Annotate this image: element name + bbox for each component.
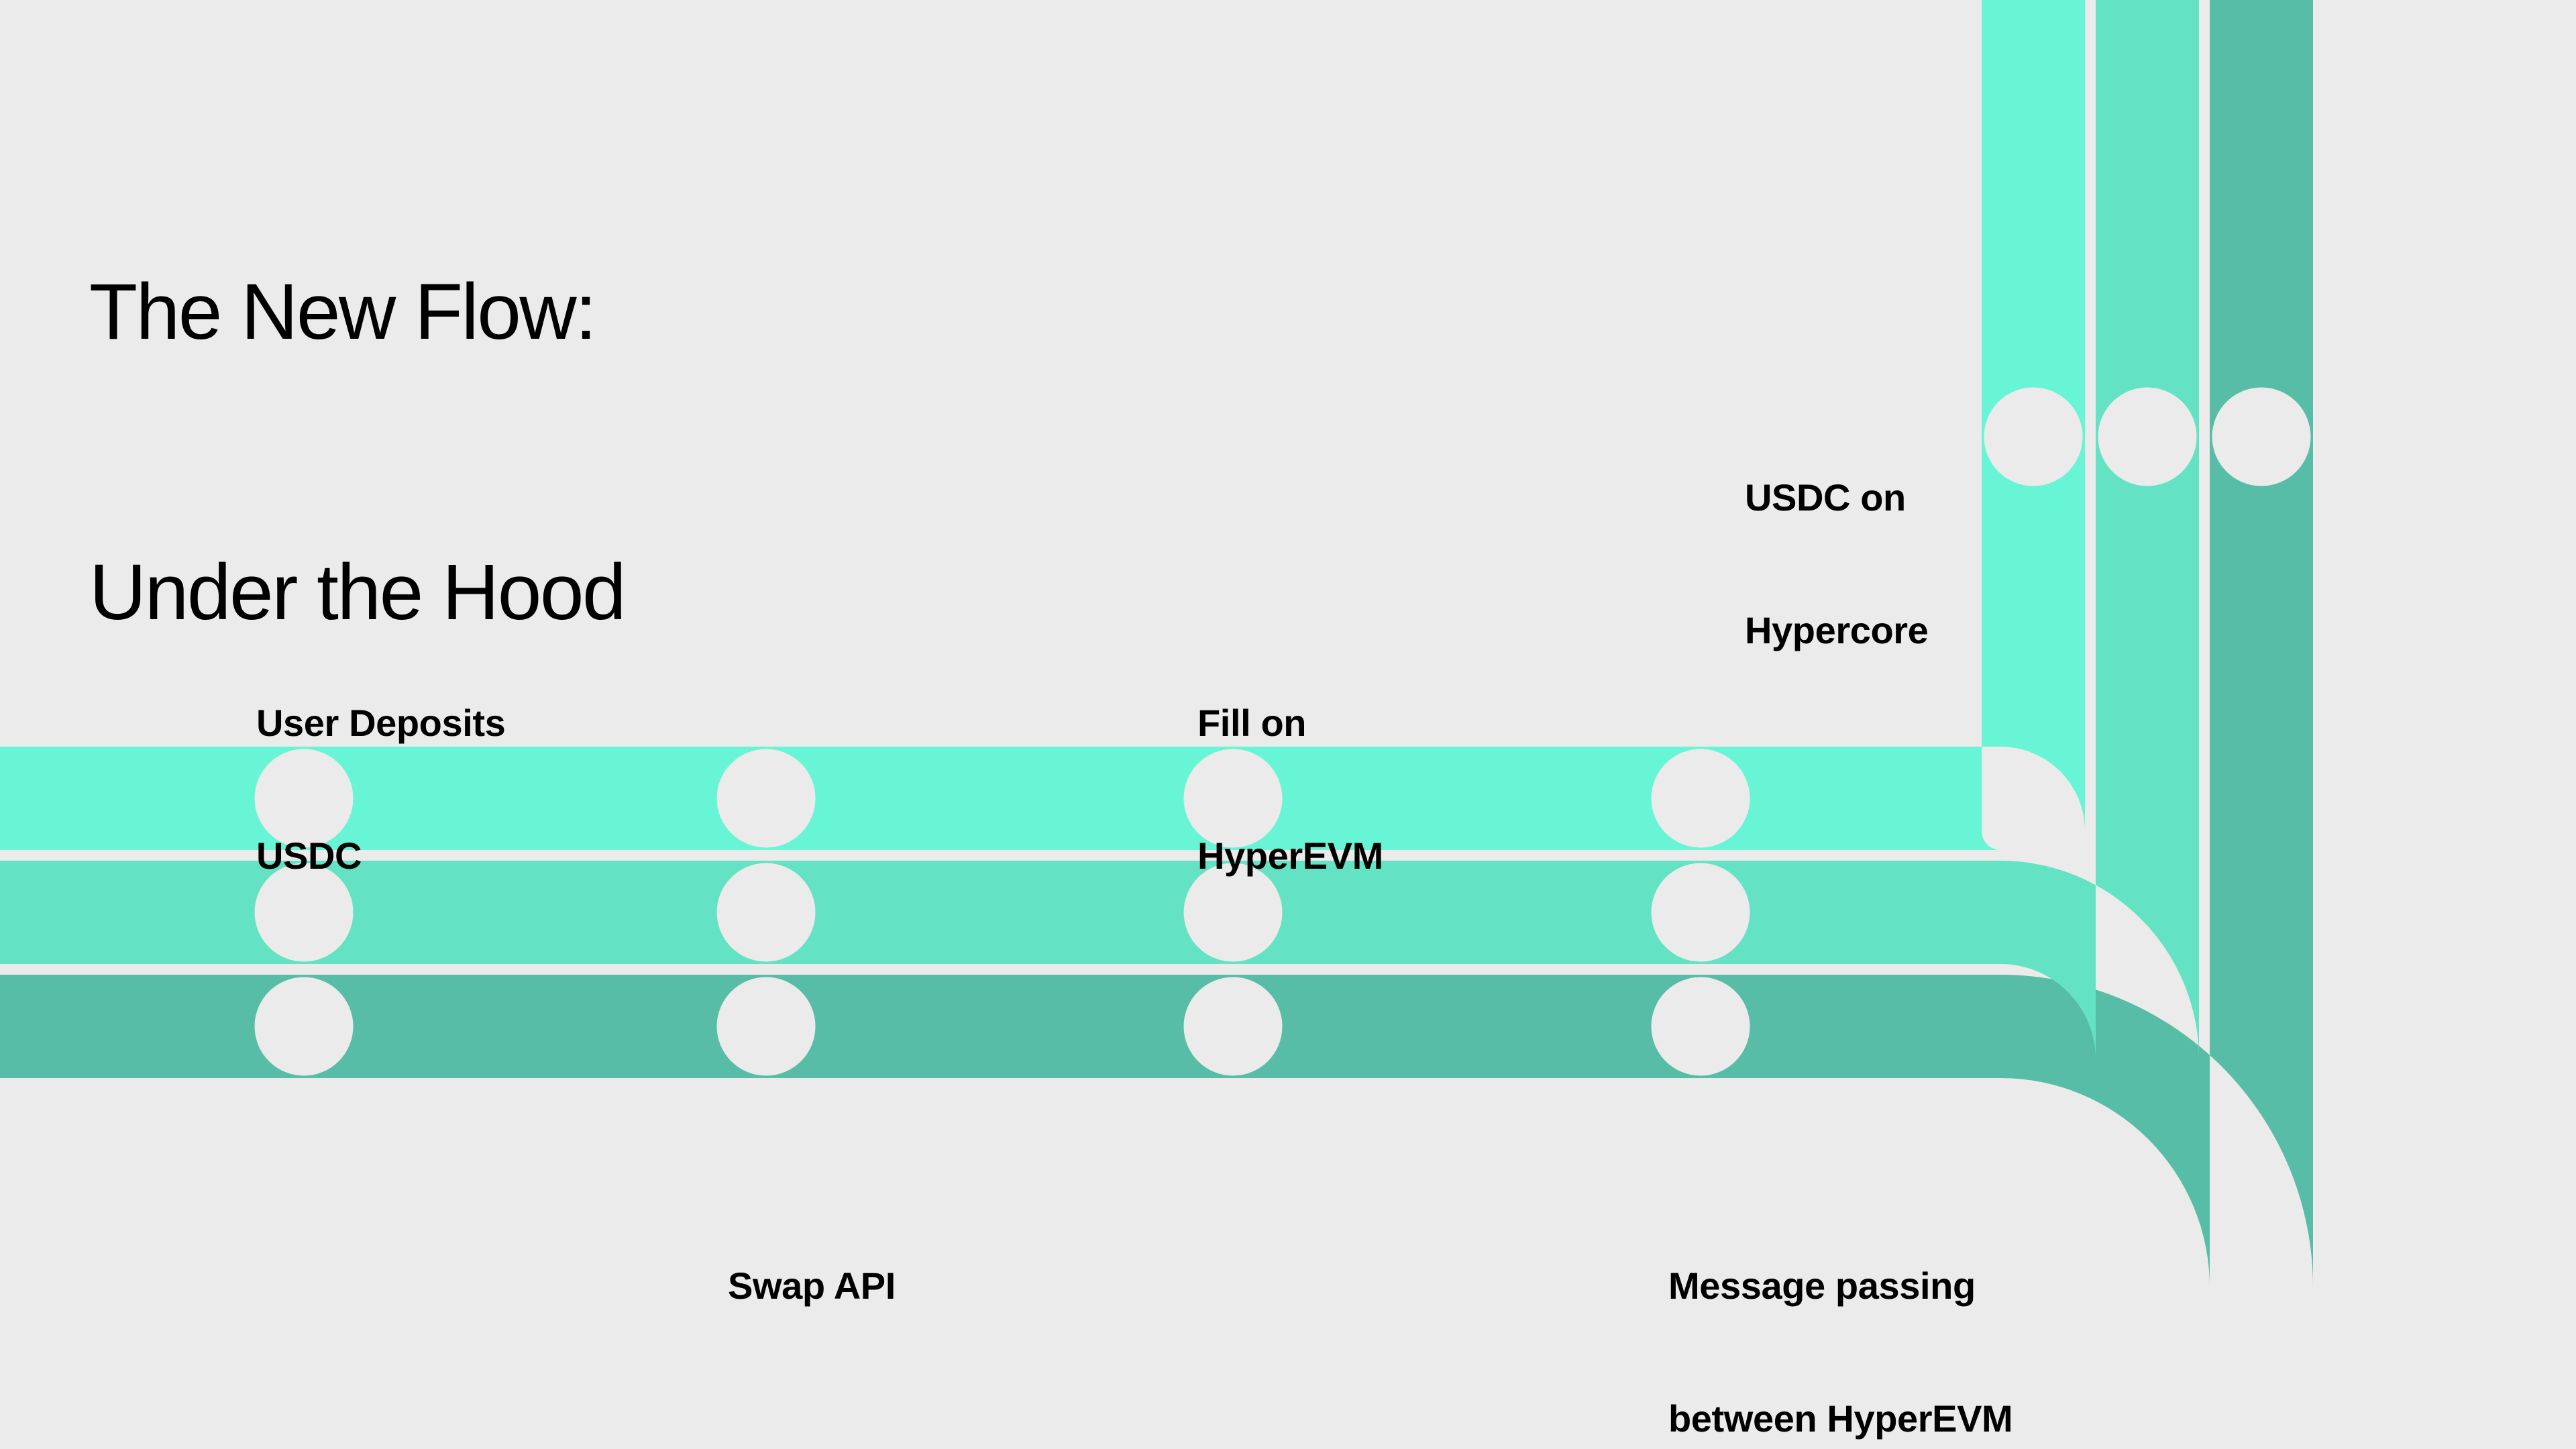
node-lane1-col4	[1651, 749, 1750, 848]
page-title: The New Flow: Under the Hood	[89, 79, 627, 826]
label-swap-api: Swap API	[728, 1175, 896, 1397]
label-usdc-on-hypercore: USDC on Hypercore	[1745, 387, 1929, 742]
label-swap-api-line-1: Swap API	[728, 1265, 896, 1307]
label-usdc-on-hypercore-line-2: Hypercore	[1745, 609, 1929, 652]
label-message-passing-line-1: Message passing	[1668, 1265, 1976, 1307]
node-lane1-col1	[254, 749, 354, 848]
page-title-line-1: The New Flow:	[89, 268, 597, 357]
node-lane1-col2	[716, 749, 816, 848]
label-fill-on-hyperevm-line-2: HyperEVM	[1197, 835, 1383, 877]
label-fill-on-hyperevm-line-1: Fill on	[1197, 702, 1307, 745]
label-fill-on-hyperevm: Fill on HyperEVM	[1197, 612, 1383, 967]
lane-2-ribbon	[0, 0, 2199, 1059]
label-message-passing-line-2: between HyperEVM	[1668, 1397, 2013, 1440]
node-lane1-col3	[1183, 749, 1283, 848]
label-user-deposits: User Deposits USDC	[256, 612, 506, 967]
label-usdc-on-hypercore-line-1: USDC on	[1745, 476, 1906, 519]
node-lane2-col1	[254, 863, 354, 962]
node-lane2-col2	[716, 863, 816, 962]
node-lane3-col1	[254, 977, 354, 1076]
node-lane2-col4	[1651, 863, 1750, 962]
node-lane2-col3	[1183, 863, 1283, 962]
page-title-line-2: Under the Hood	[89, 548, 627, 637]
node-column2-top	[2098, 387, 2197, 486]
node-lane3-col4	[1651, 977, 1750, 1076]
label-user-deposits-line-2: USDC	[256, 835, 362, 877]
node-lane3-col2	[716, 977, 816, 1076]
node-column1-top	[1984, 387, 2083, 486]
node-lane3-col3	[1183, 977, 1283, 1076]
label-message-passing: Message passing between HyperEVM and Hyp…	[1668, 1175, 2013, 1449]
label-user-deposits-line-1: User Deposits	[256, 702, 506, 745]
node-column3-top	[2212, 387, 2311, 486]
lane-3-ribbon	[0, 0, 2313, 1287]
lane-1-ribbon	[0, 0, 2085, 850]
